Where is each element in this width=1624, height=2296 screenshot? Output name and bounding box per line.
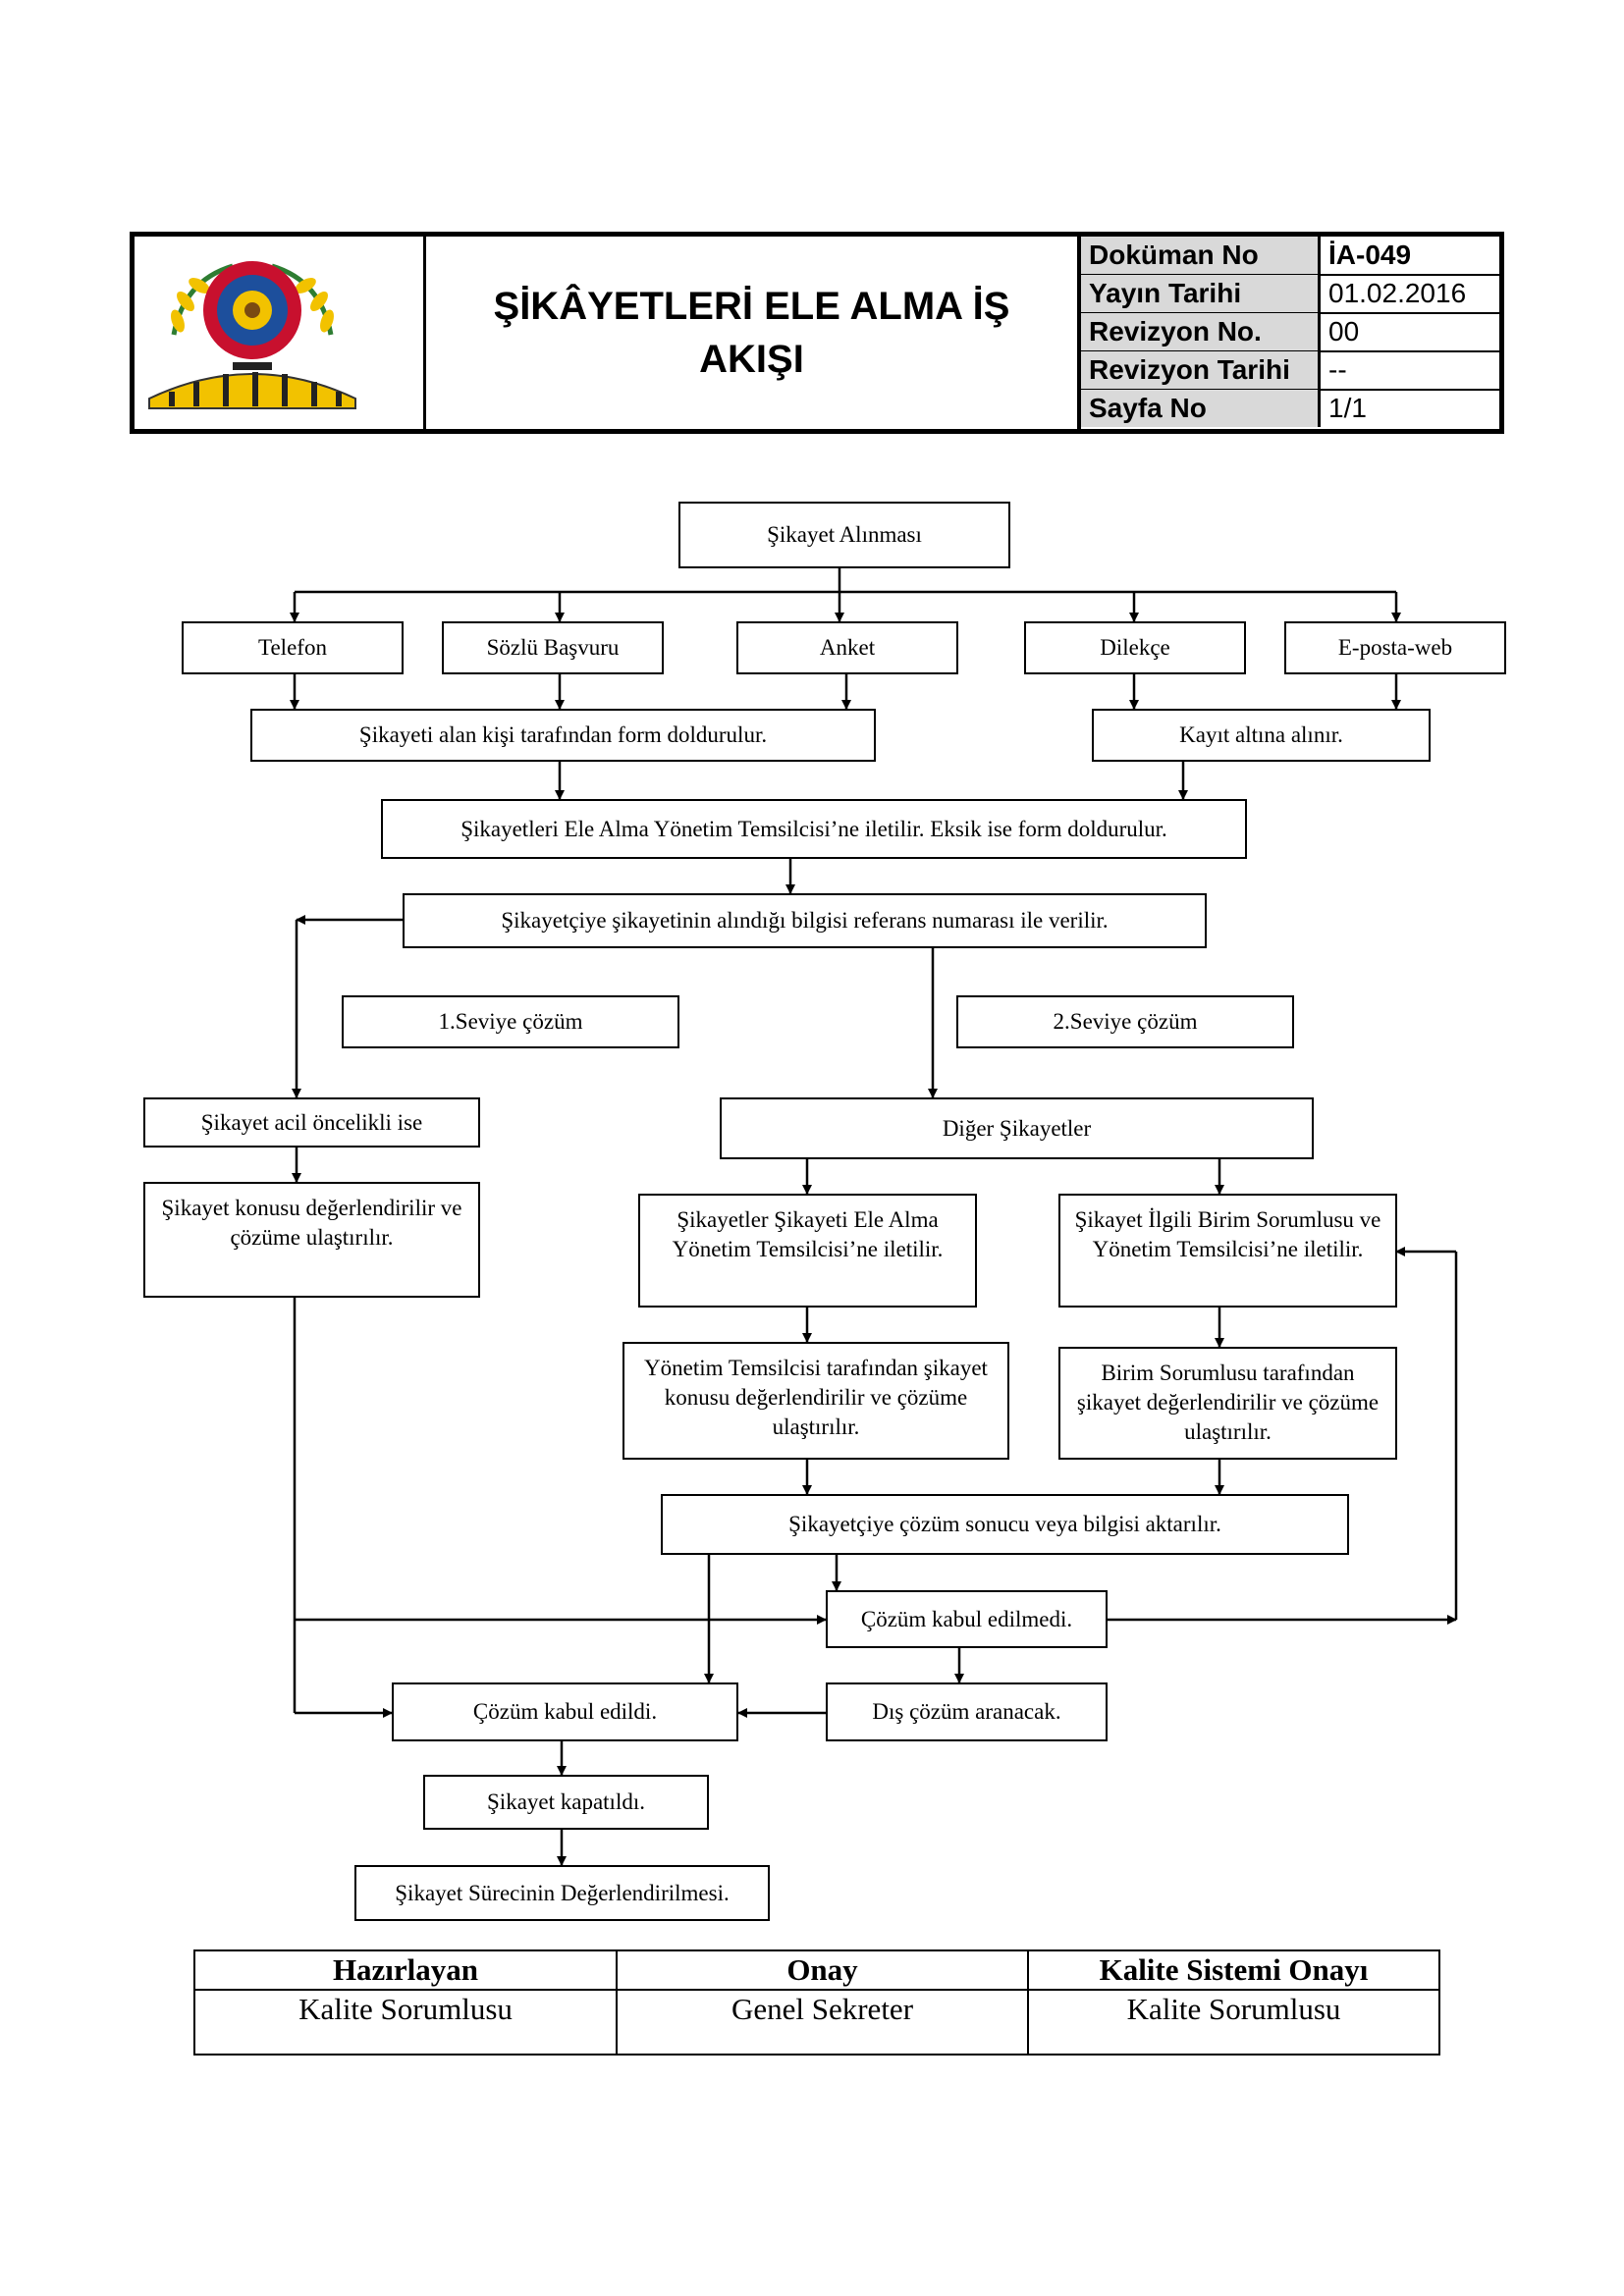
meta-value: İA-049 — [1328, 240, 1412, 270]
step-external-solution: Dış çözüm aranacak. — [826, 1682, 1108, 1741]
meta-row-revision-no: Revizyon No. 00 — [1081, 313, 1499, 352]
step-start: Şikayet Alınması — [678, 502, 1010, 568]
approval-header-row: Hazırlayan Onay Kalite Sistemi Onayı — [193, 1949, 1440, 1991]
meta-label: Yayın Tarihi — [1081, 275, 1321, 312]
step-urgent-evaluation: Şikayet konusu değerlendirilir ve çözüme… — [143, 1182, 480, 1298]
approval-value-approval: Genel Sekreter — [616, 1989, 1029, 2056]
logo-cell — [135, 237, 426, 429]
document-header: ŞİKÂYETLERİ ELE ALMA İŞ AKIŞI Doküman No… — [130, 232, 1504, 434]
organization-seal-logo — [148, 261, 356, 409]
step-form-filled: Şikayeti alan kişi tarafından form doldu… — [250, 709, 876, 762]
document-title: ŞİKÂYETLERİ ELE ALMA İŞ AKIŞI — [493, 285, 1010, 381]
approval-header-approval: Onay — [616, 1949, 1029, 1991]
approval-header-prepared: Hazırlayan — [193, 1949, 618, 1991]
approval-table: Hazırlayan Onay Kalite Sistemi Onayı Kal… — [193, 1949, 1440, 2056]
meta-label: Sayfa No — [1081, 390, 1321, 427]
title-cell: ŞİKÂYETLERİ ELE ALMA İŞ AKIŞI — [426, 237, 1081, 429]
step-recorded: Kayıt altına alınır. — [1092, 709, 1431, 762]
step-complaint-closed: Şikayet kapatıldı. — [423, 1775, 709, 1830]
step-to-management-rep: Şikayetler Şikayeti Ele Alma Yönetim Tem… — [638, 1194, 977, 1308]
meta-value: -- — [1328, 354, 1347, 385]
channel-phone: Telefon — [182, 621, 404, 674]
approval-value-quality: Kalite Sorumlusu — [1027, 1989, 1440, 2056]
meta-value: 01.02.2016 — [1328, 278, 1467, 308]
meta-value: 1/1 — [1328, 393, 1367, 423]
channel-email-web: E-posta-web — [1284, 621, 1506, 674]
meta-label: Doküman No — [1081, 237, 1321, 274]
meta-value: 00 — [1328, 316, 1360, 347]
approval-value-prepared: Kalite Sorumlusu — [193, 1989, 618, 2056]
meta-label: Revizyon Tarihi — [1081, 351, 1321, 389]
approval-value-row: Kalite Sorumlusu Genel Sekreter Kalite S… — [193, 1989, 1440, 2056]
step-unit-evaluation: Birim Sorumlusu tarafından şikayet değer… — [1058, 1347, 1397, 1460]
label-level-2: 2.Seviye çözüm — [956, 995, 1294, 1048]
channel-verbal: Sözlü Başvuru — [442, 621, 664, 674]
approval-header-quality: Kalite Sistemi Onayı — [1027, 1949, 1440, 1991]
meta-row-page-no: Sayfa No 1/1 — [1081, 390, 1499, 427]
step-urgent: Şikayet acil öncelikli ise — [143, 1097, 480, 1148]
step-process-review: Şikayet Sürecinin Değerlendirilmesi. — [354, 1865, 770, 1921]
step-rep-evaluation: Yönetim Temsilcisi tarafından şikayet ko… — [623, 1342, 1009, 1460]
step-solution-accepted: Çözüm kabul edildi. — [392, 1682, 738, 1741]
document-meta-table: Doküman No İA-049 Yayın Tarihi 01.02.201… — [1081, 237, 1499, 429]
step-result-communicated: Şikayetçiye çözüm sonucu veya bilgisi ak… — [661, 1494, 1349, 1555]
step-to-unit-manager: Şikayet İlgili Birim Sorumlusu ve Yöneti… — [1058, 1194, 1397, 1308]
step-other-complaints: Diğer Şikayetler — [720, 1097, 1314, 1159]
step-forwarded: Şikayetleri Ele Alma Yönetim Temsilcisi’… — [381, 799, 1247, 859]
step-solution-rejected: Çözüm kabul edilmedi. — [826, 1590, 1108, 1648]
channel-survey: Anket — [736, 621, 958, 674]
step-reference-number: Şikayetçiye şikayetinin alındığı bilgisi… — [403, 893, 1207, 948]
meta-label: Revizyon No. — [1081, 313, 1321, 350]
label-level-1: 1.Seviye çözüm — [342, 995, 679, 1048]
channel-petition: Dilekçe — [1024, 621, 1246, 674]
meta-row-revision-date: Revizyon Tarihi -- — [1081, 351, 1499, 391]
